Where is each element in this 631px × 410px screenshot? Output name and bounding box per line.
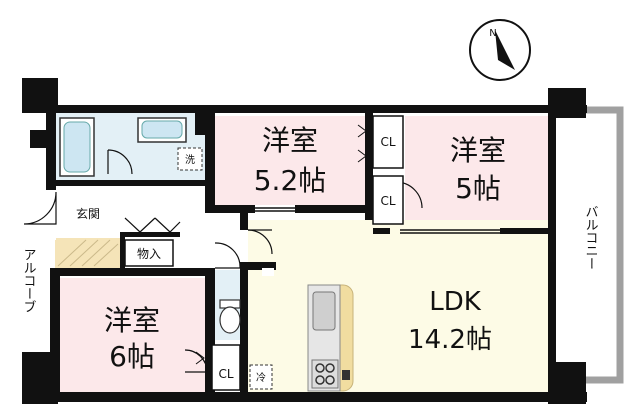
closet-label-3: CL: [218, 367, 233, 381]
north-compass: [469, 19, 531, 81]
western-room-6-size: 6帖: [109, 340, 155, 373]
western-room-5-name: 洋室: [450, 134, 506, 167]
bathtub: [59, 117, 95, 177]
western-room-5-2-size: 5.2帖: [254, 164, 327, 197]
ldk-floor: [248, 220, 548, 392]
western-room-6-name: 洋室: [104, 304, 160, 337]
kitchen-counter: [307, 284, 354, 392]
balcony-label: バルコニー: [583, 205, 599, 270]
ldk-size: 14.2帖: [408, 325, 492, 355]
fridge-label: 冷: [256, 371, 266, 384]
entrance-label: 玄関: [76, 206, 100, 221]
north-label: N: [489, 28, 496, 39]
western-room-5-floor: [405, 116, 550, 231]
western-room-5-2-name: 洋室: [262, 124, 318, 157]
storage-label: 物入: [137, 247, 161, 261]
closet-label-2: CL: [380, 194, 395, 208]
washer-label: 洗: [185, 154, 195, 166]
closet-label-1: CL: [380, 135, 395, 149]
western-room-5-2-floor: [215, 116, 365, 206]
walls: [22, 78, 587, 404]
alcove-label: アルコーブ: [21, 248, 36, 313]
entrance-tile: [55, 238, 120, 268]
washbasin: [137, 117, 203, 171]
toilet: [219, 299, 241, 334]
closets: [195, 115, 404, 391]
storage-box: [124, 239, 174, 267]
ldk-name: LDK: [429, 287, 482, 317]
western-room-5-size: 5帖: [455, 172, 501, 205]
sliding-doors: [255, 150, 555, 360]
fridge-space: [249, 364, 273, 390]
western-room-6-floor: [60, 278, 210, 392]
entrance-hatching: [57, 239, 119, 267]
balcony-railing: [586, 106, 624, 384]
